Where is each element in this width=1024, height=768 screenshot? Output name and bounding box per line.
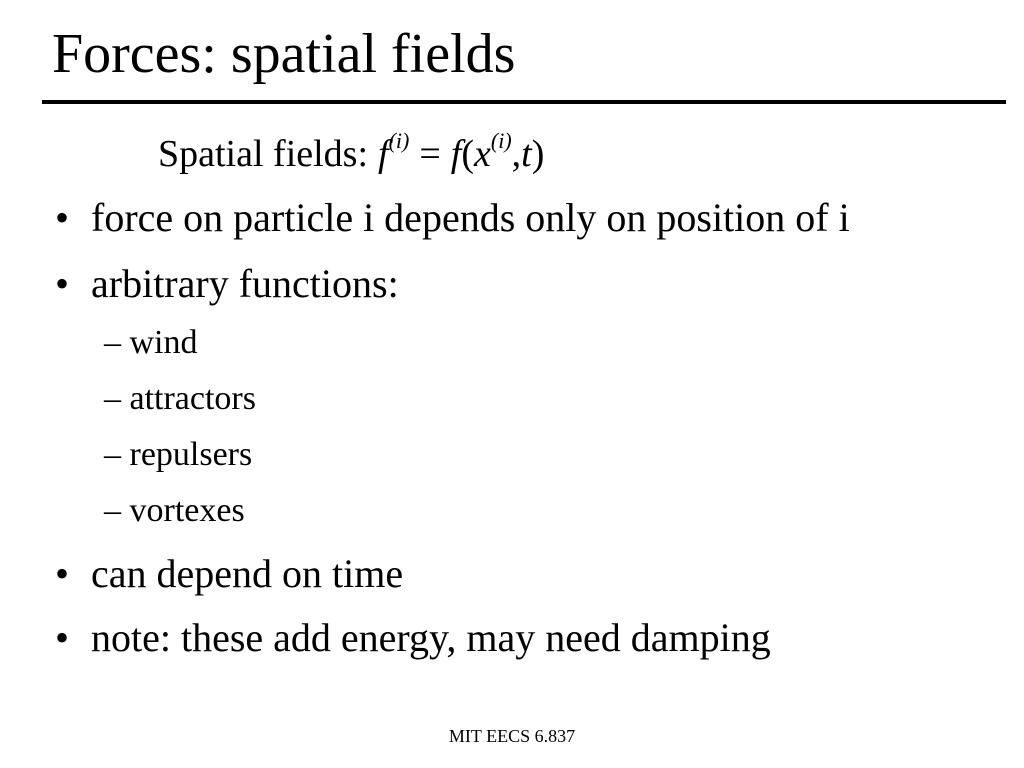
slide-footer: MIT EECS 6.837: [448, 726, 576, 746]
sub-bullet-marker: –: [104, 324, 121, 361]
sub-bullet-item: – attractors: [104, 379, 256, 419]
bullet-item: • note: these add energy, may need dampin…: [55, 614, 771, 662]
formula-equals: =: [419, 133, 441, 175]
sub-bullet-text: attractors: [129, 380, 257, 417]
bullet-marker: •: [55, 615, 70, 660]
formula-rhs-func: f: [450, 133, 462, 175]
formula-lhs-symbol: f: [378, 133, 389, 175]
sub-bullet-text: repulsers: [129, 436, 253, 473]
bullet-text: note: these add energy, may need damping: [91, 615, 771, 660]
formula-time-symbol: t: [521, 133, 532, 175]
sub-bullet-text: wind: [129, 324, 198, 361]
formula: Spatial fields:f(i)=f(x(i),t): [158, 128, 544, 180]
formula-label: Spatial fields:: [158, 133, 369, 175]
sub-bullet-marker: –: [104, 436, 121, 473]
sub-bullet-marker: –: [104, 380, 121, 417]
sub-bullet-marker: –: [104, 492, 121, 529]
sub-bullet-text: vortexes: [129, 492, 245, 529]
formula-arg-symbol: x: [474, 133, 491, 175]
sub-bullet-item: – repulsers: [104, 435, 252, 475]
formula-open-paren: (: [461, 133, 475, 175]
sub-bullet-item: – wind: [104, 323, 198, 363]
formula-lhs-superscript: (i): [388, 128, 410, 153]
bullet-text: arbitrary functions:: [91, 261, 399, 306]
bullet-marker: •: [55, 195, 70, 240]
title-underline: [42, 100, 1006, 104]
bullet-item: • can depend on time: [55, 550, 403, 598]
bullet-item: • arbitrary functions:: [55, 260, 399, 308]
bullet-item: • force on particle i depends only on pos…: [55, 194, 850, 242]
bullet-marker: •: [55, 551, 70, 596]
bullet-marker: •: [55, 261, 70, 306]
slide-title: Forces: spatial fields: [52, 23, 516, 85]
formula-arg-superscript: (i): [490, 128, 512, 153]
sub-bullet-item: – vortexes: [104, 491, 245, 531]
formula-close-paren: ): [531, 133, 545, 175]
bullet-text: can depend on time: [91, 551, 404, 596]
bullet-text: force on particle i depends only on posi…: [91, 195, 850, 240]
formula-comma: ,: [511, 133, 522, 175]
